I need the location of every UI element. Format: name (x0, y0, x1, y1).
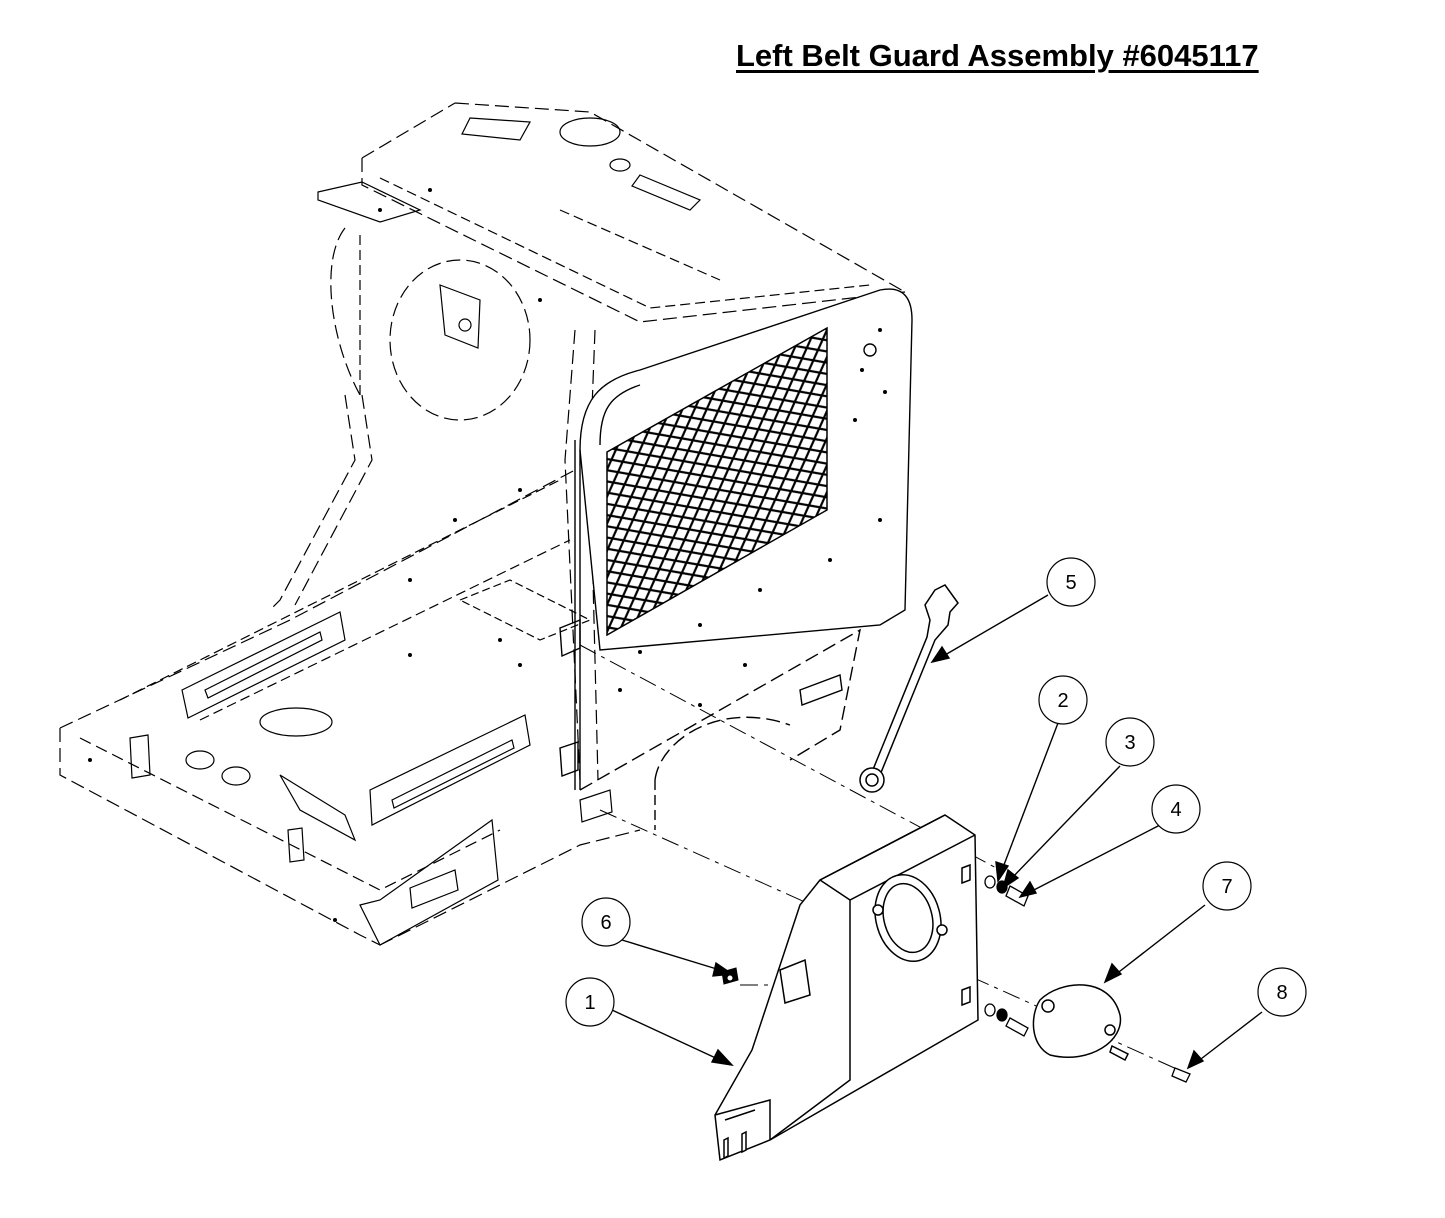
callout-7-label: 7 (1221, 876, 1232, 898)
diagram-title: Left Belt Guard Assembly #6045117 (736, 38, 1259, 73)
leader-arrows (611, 594, 1263, 1070)
chassis-frame (59, 102, 906, 946)
callout-4: 4 (1151, 784, 1201, 834)
callout-5: 5 (1046, 557, 1096, 607)
leader-3 (1009, 765, 1121, 881)
arrowhead-5 (930, 645, 951, 664)
callout-1-label: 1 (584, 992, 595, 1014)
leader-7 (1114, 904, 1206, 976)
arrowhead-3 (1001, 868, 1020, 890)
leader-6 (621, 939, 721, 971)
leader-4 (1029, 824, 1161, 893)
cover-plate (1032, 984, 1130, 1062)
leader-2 (1001, 722, 1059, 871)
arrowhead-6 (712, 961, 734, 977)
callout-8-label: 8 (1276, 982, 1287, 1004)
callout-8: 8 (1257, 967, 1307, 1017)
callout-4-label: 4 (1170, 799, 1181, 821)
callout-2: 2 (1038, 675, 1088, 725)
arrowhead-4 (1018, 880, 1038, 899)
wrench (859, 584, 959, 793)
callout-5-label: 5 (1065, 572, 1076, 594)
side-shroud-panel (559, 288, 913, 830)
leader-8 (1196, 1011, 1263, 1063)
arrowhead-1 (710, 1048, 734, 1066)
callout-7: 7 (1202, 861, 1252, 911)
callout-6-label: 6 (600, 912, 611, 934)
callout-6: 6 (581, 897, 631, 947)
arrowhead-7 (1103, 962, 1123, 984)
leader-1 (611, 1009, 721, 1061)
cover-bolt (1171, 1067, 1191, 1083)
callout-2-label: 2 (1057, 690, 1068, 712)
hardware-upper (984, 875, 1029, 1037)
callout-1: 1 (565, 977, 615, 1027)
leader-5 (944, 594, 1049, 656)
left-belt-guard (714, 814, 979, 1162)
arrowhead-8 (1186, 1049, 1205, 1070)
callout-3: 3 (1105, 717, 1155, 767)
arrowhead-2 (995, 860, 1010, 884)
callout-3-label: 3 (1124, 732, 1135, 754)
